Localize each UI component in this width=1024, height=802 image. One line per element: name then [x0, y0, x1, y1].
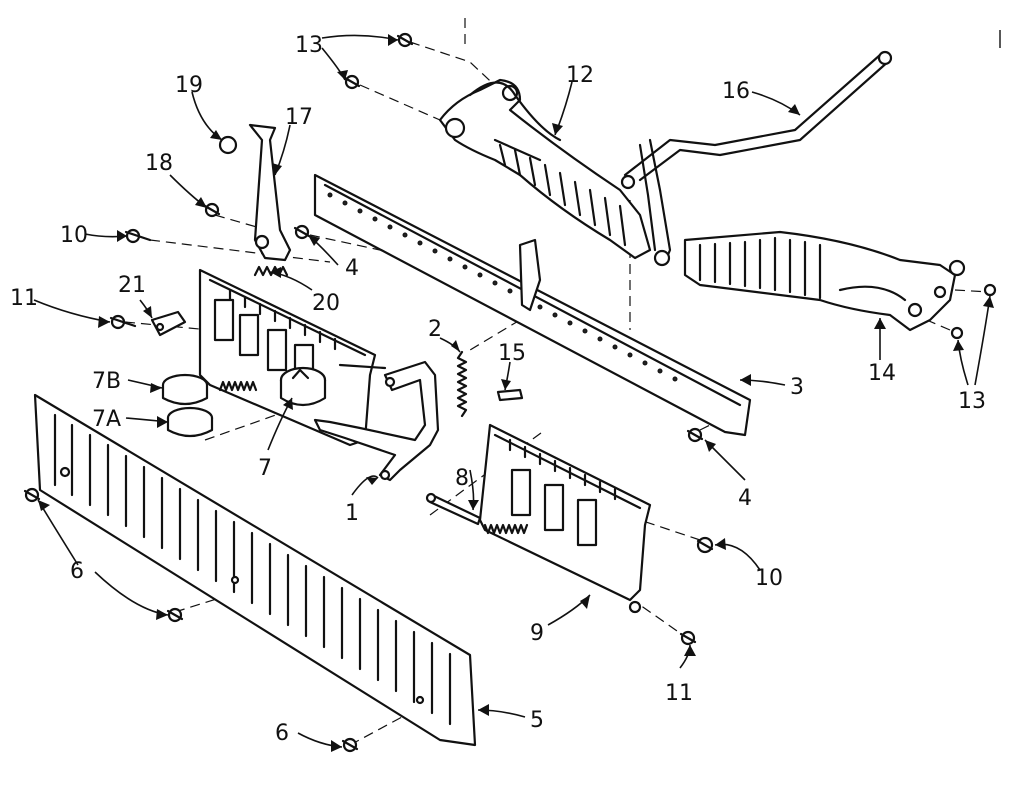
callout-10-lower: 10: [755, 566, 783, 591]
screw-13c: [983, 283, 997, 297]
left-frame: [198, 268, 387, 447]
callout-4: 4: [345, 256, 359, 281]
callout-4-lower: 4: [738, 486, 752, 511]
leader-lines: [33, 34, 994, 752]
callout-12: 12: [566, 63, 594, 88]
callout-6-lower: 6: [275, 721, 289, 746]
part-21-link: [150, 310, 187, 337]
part-1-lever: [313, 360, 440, 482]
screw-4b: [686, 427, 704, 443]
part-19-knob: [218, 135, 238, 155]
screw-6b: [166, 607, 184, 623]
part-7a-cap: [166, 406, 214, 438]
callout-21: 21: [118, 273, 146, 298]
callout-6: 6: [70, 559, 84, 584]
part-20-spring: [253, 265, 289, 277]
screws: [23, 32, 997, 753]
screw-6c: [341, 737, 359, 753]
part-7-knob: [279, 366, 327, 407]
callout-17: 17: [285, 105, 313, 130]
callout-9: 9: [530, 621, 544, 646]
part-3-bar: [313, 173, 752, 437]
callout-13-right: 13: [958, 389, 986, 414]
part-12-type-segment: [438, 78, 652, 260]
callout-19: 19: [175, 73, 203, 98]
callout-1: 1: [345, 501, 359, 526]
bar-holes: [327, 192, 678, 382]
part-2-spring: [456, 350, 468, 418]
screw-10a: [124, 228, 152, 244]
screw-11b: [679, 630, 697, 646]
callout-7: 7: [258, 456, 272, 481]
callout-8: 8: [455, 466, 469, 491]
callout-18: 18: [145, 151, 173, 176]
part-14-type-segment: [683, 230, 966, 332]
callout-3: 3: [790, 375, 804, 400]
callout-14: 14: [868, 361, 896, 386]
screw-13d: [950, 326, 964, 340]
callout-10: 10: [60, 223, 88, 248]
part-15-clip: [496, 388, 524, 402]
part-16-link: [620, 50, 893, 267]
screw-11a: [109, 314, 137, 330]
callout-11: 11: [10, 286, 38, 311]
callout-13: 13: [295, 33, 323, 58]
callout-16: 16: [722, 79, 750, 104]
part-5-plate: [33, 393, 477, 747]
screw-6a: [23, 487, 41, 503]
plate-slots: [53, 413, 452, 726]
screw-4a: [293, 224, 311, 240]
callout-7b: 7B: [92, 369, 121, 394]
callout-11-lower: 11: [665, 681, 693, 706]
part-8-rod: [425, 492, 482, 526]
screw-13b: [343, 74, 361, 90]
part-17-lever: [248, 123, 292, 262]
callout-15: 15: [498, 341, 526, 366]
callout-7a: 7A: [92, 407, 121, 432]
callout-5: 5: [530, 708, 544, 733]
callout-20: 20: [312, 291, 340, 316]
part-9-frame: [478, 423, 652, 614]
screw-18: [203, 202, 221, 218]
screw-13a: [396, 32, 414, 48]
callout-2: 2: [428, 317, 442, 342]
screw-10b: [696, 536, 714, 554]
callout-labels: 13 12 16 19 17 18 10 4 21 20 11 2 15 3 1…: [10, 33, 986, 746]
part-7b-cap: [161, 373, 209, 406]
